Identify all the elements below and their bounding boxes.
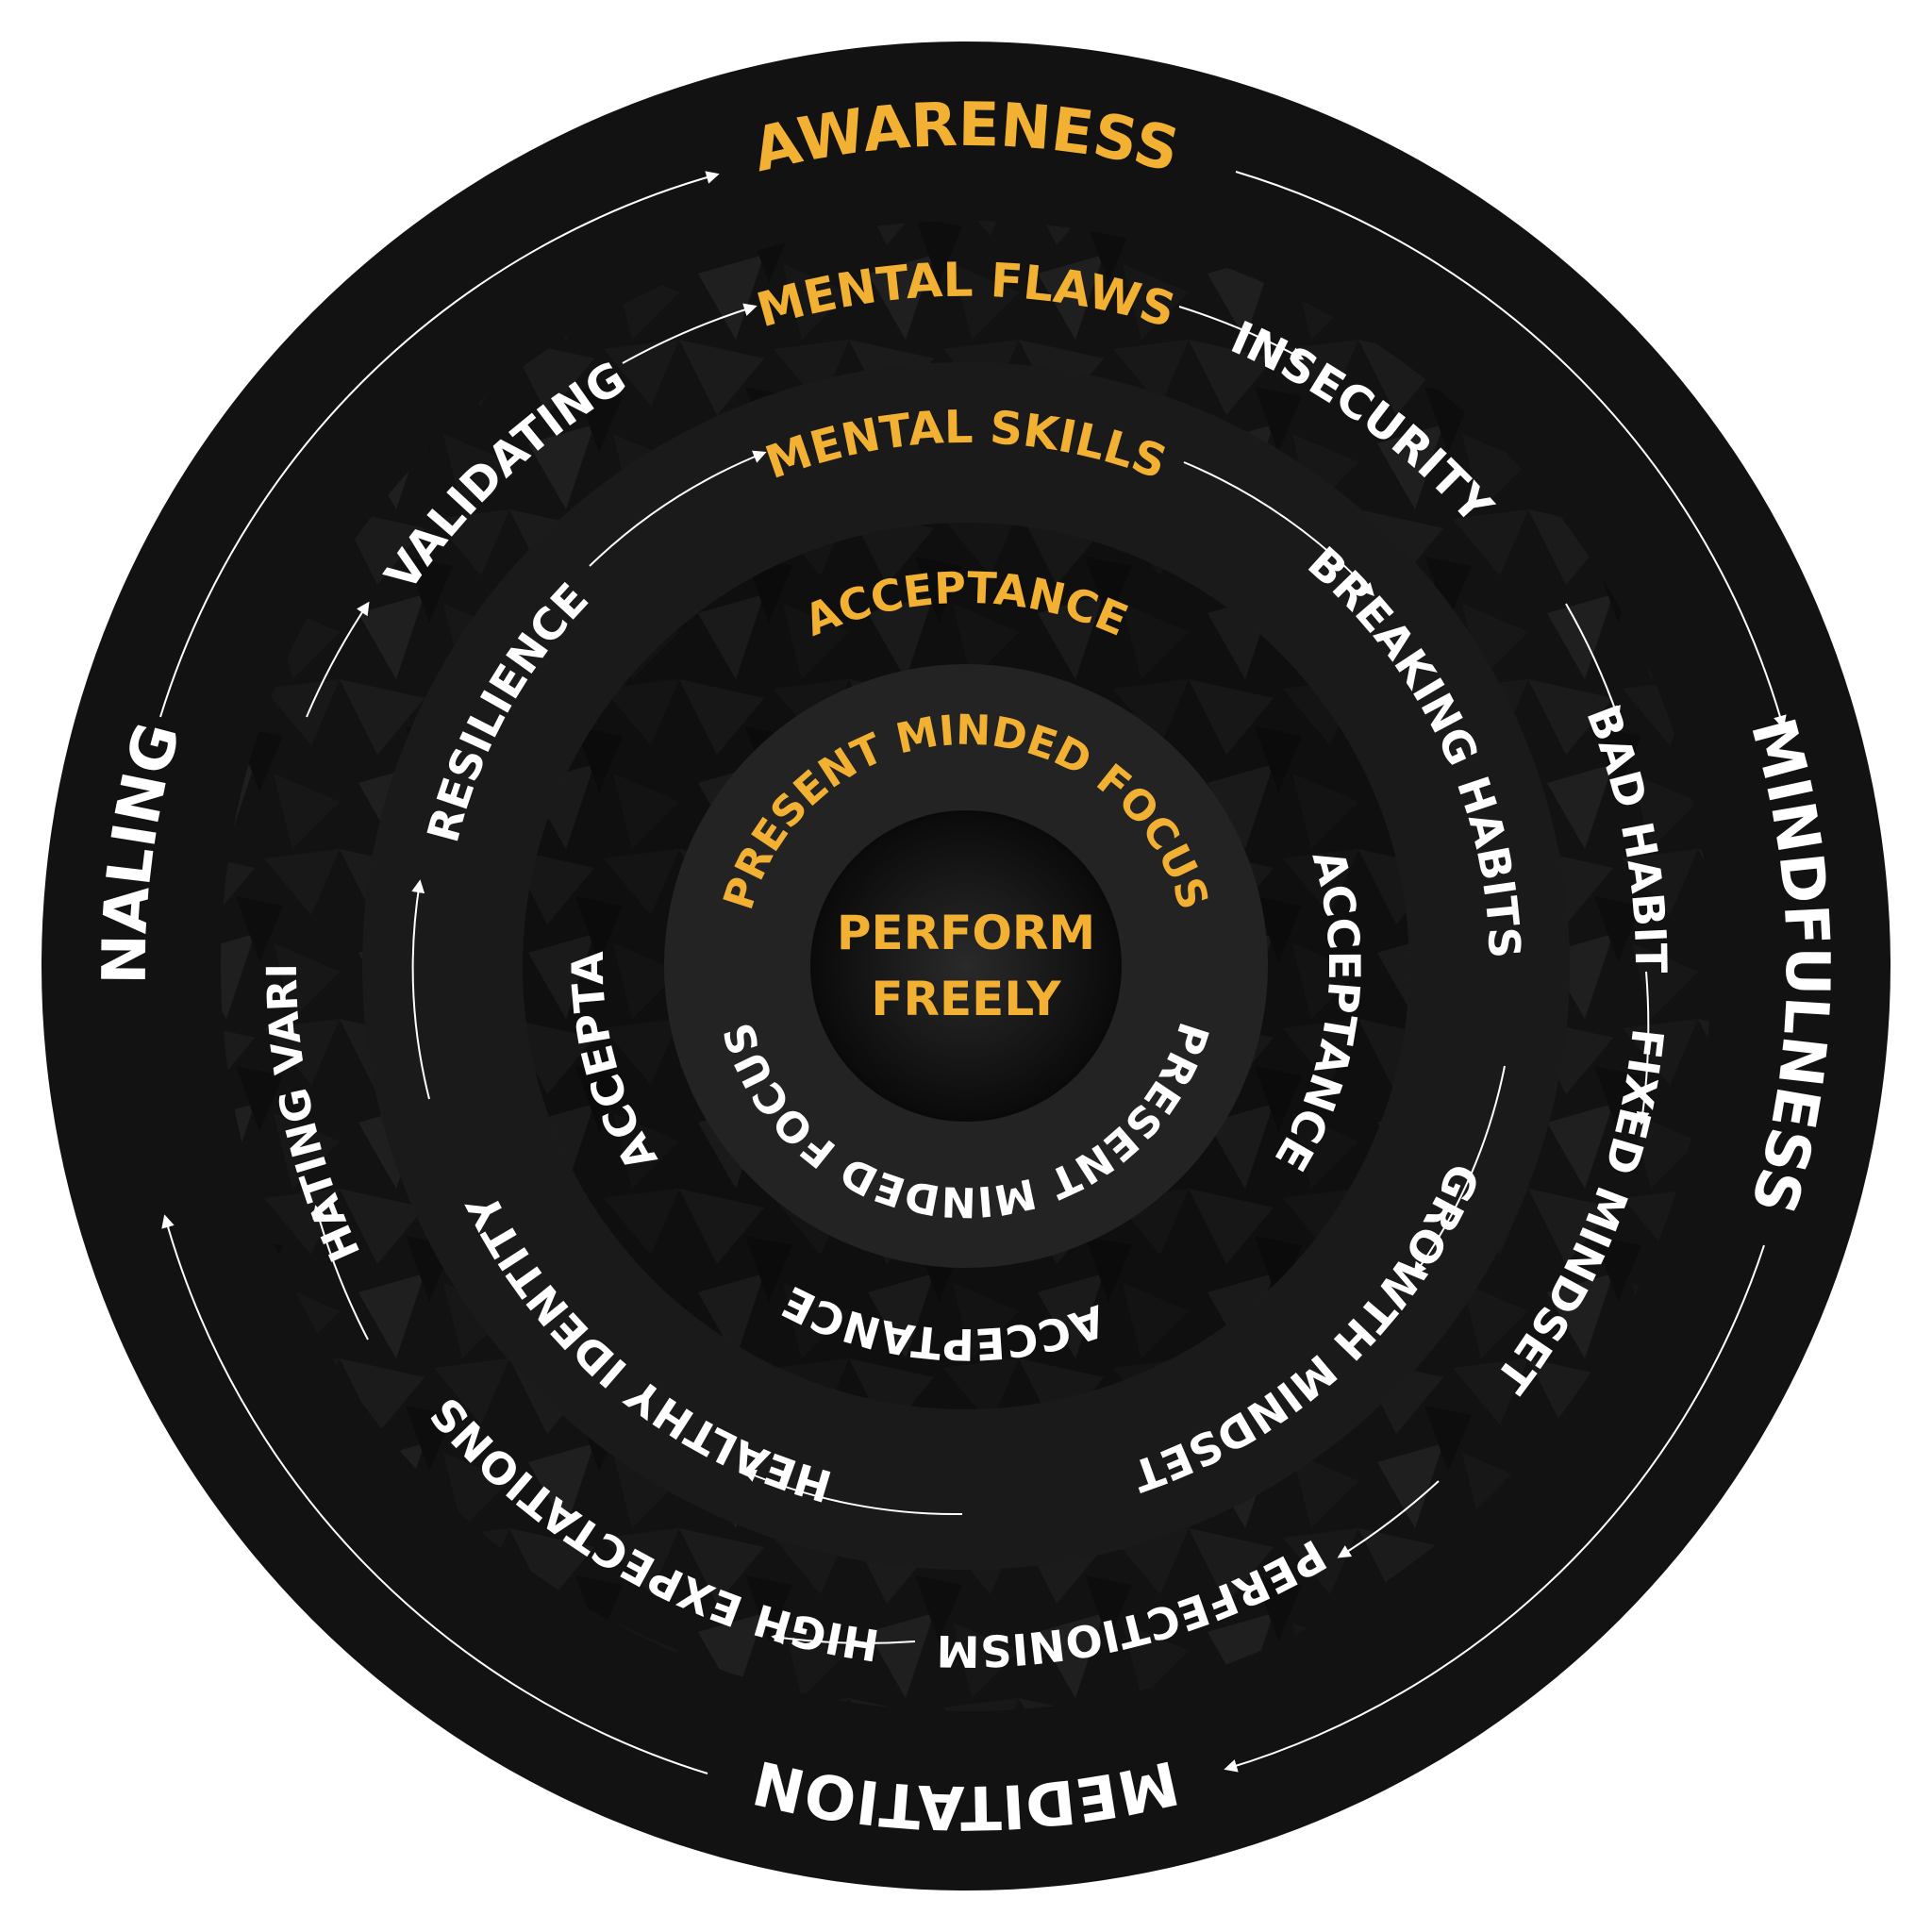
flaws-arrow-2: [1565, 603, 1621, 720]
core-circle: [810, 810, 1122, 1122]
flaws-arrow-5: [771, 1631, 916, 1645]
skills-arrow-5: [589, 450, 767, 567]
flaws-arrow-7: [306, 601, 370, 718]
skills-arrow-3: [742, 1469, 963, 1516]
outer-arrow-sw: [161, 1214, 708, 1774]
center-line-2: FREELY: [871, 972, 1061, 1026]
skills-arrow-2: [1413, 1065, 1506, 1276]
flaws-arrow-8: [622, 303, 758, 364]
outer-arrow-nw: [159, 171, 720, 718]
outer-arrow-se: [1224, 1244, 1765, 1773]
flaws-arrow-3: [1636, 971, 1650, 1125]
flaws-arrow-6: [312, 1205, 369, 1341]
center-line-1: PERFORM: [837, 906, 1095, 960]
skills-arrow-4: [411, 879, 430, 1100]
outer-arrow-ne: [1235, 171, 1787, 729]
flaws-arrow-4: [1337, 1480, 1440, 1558]
flaws-arrow-1: [1178, 306, 1305, 360]
skills-arrow-1: [1183, 461, 1374, 597]
